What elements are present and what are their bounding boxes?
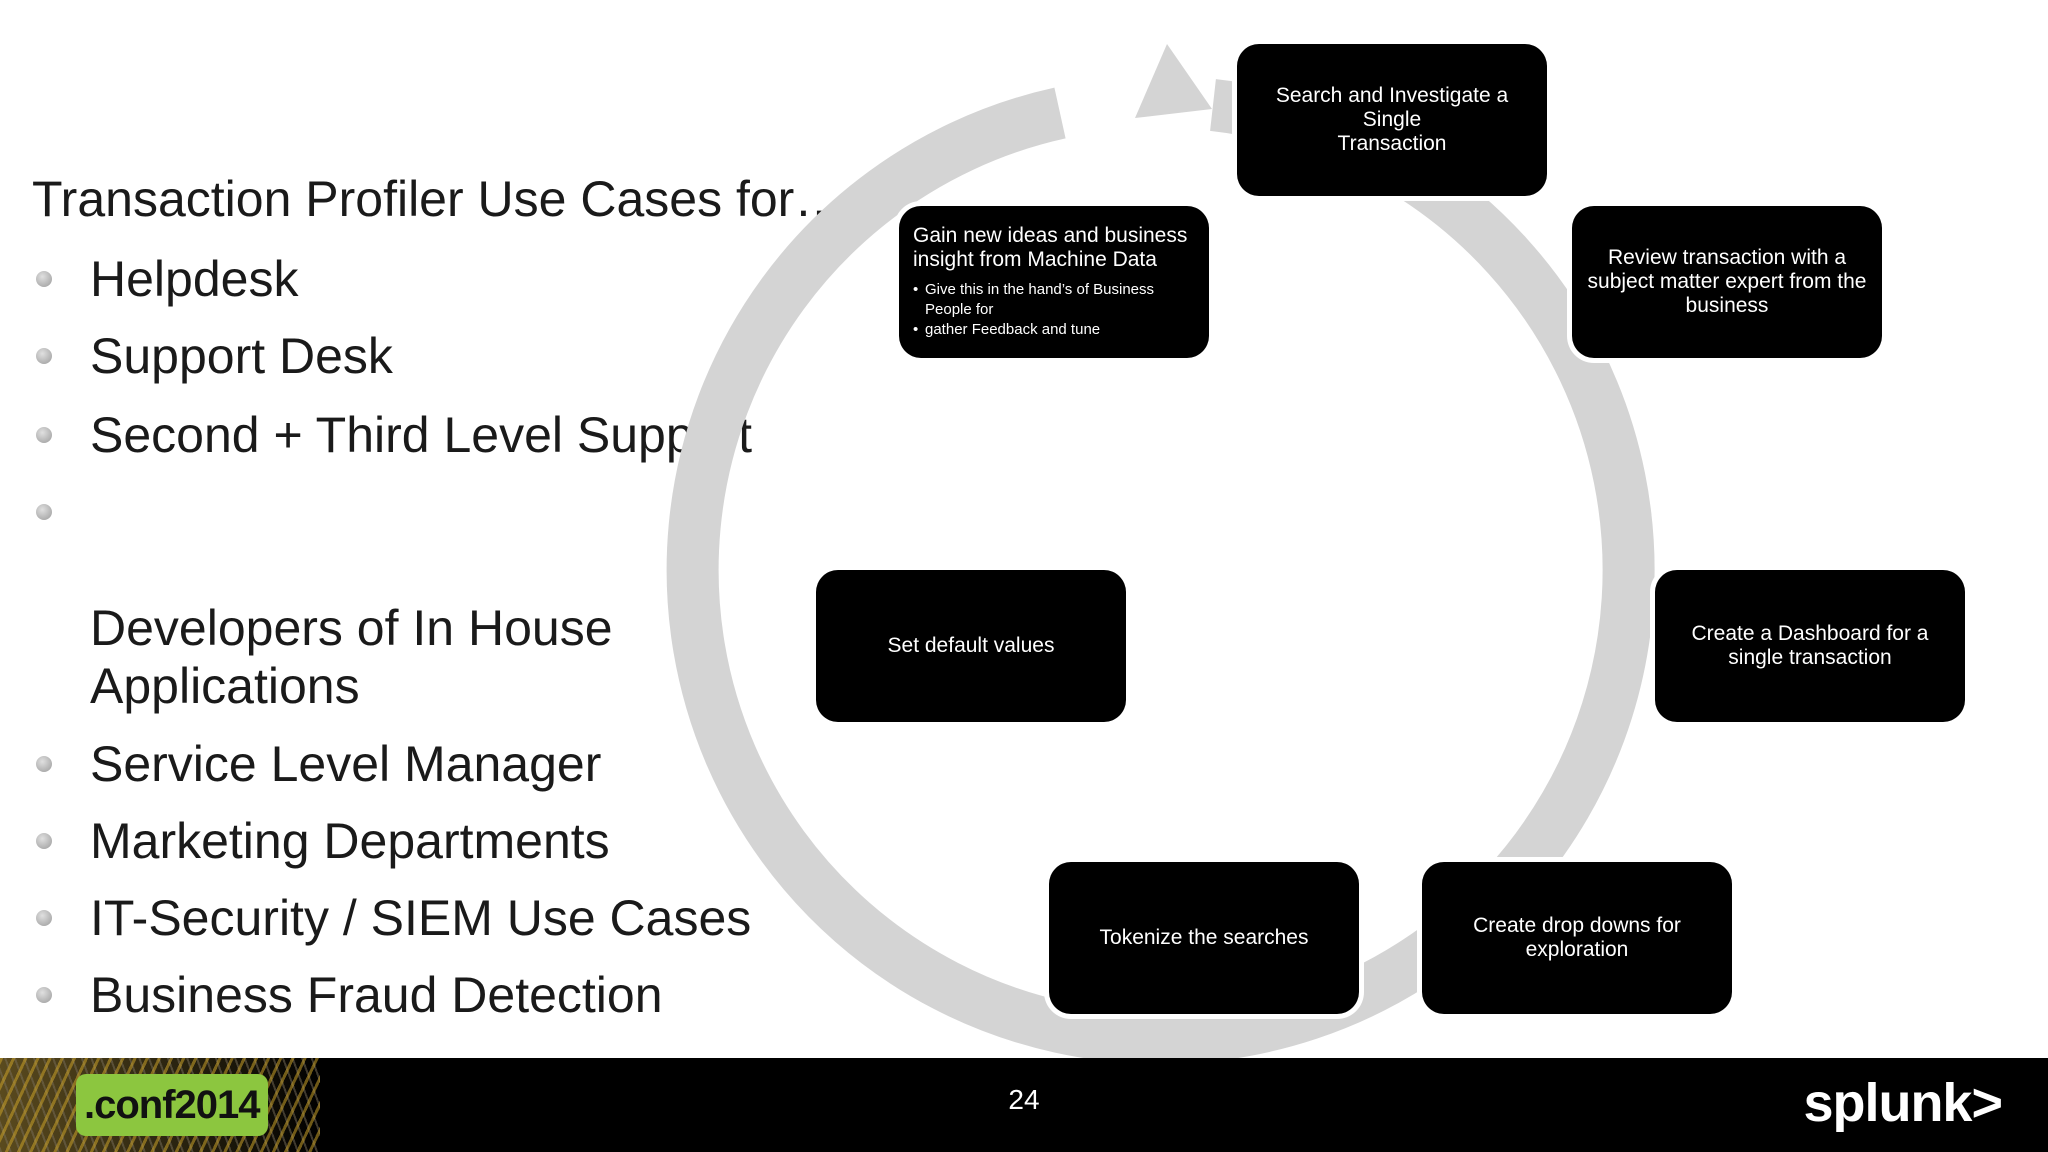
- bullet-dot-icon: [36, 987, 52, 1003]
- use-case-label: Helpdesk: [90, 251, 299, 307]
- use-case-label: Marketing Departments: [90, 813, 610, 869]
- use-case-label: Business Fraud Detection: [90, 967, 663, 1023]
- conf2014-logo-icon: .conf2014: [76, 1074, 268, 1136]
- cycle-node-defaults: Set default values: [816, 570, 1126, 722]
- use-case-item: Developers of In House Applications: [32, 483, 792, 715]
- use-case-item: Second + Third Level Support: [32, 406, 792, 464]
- use-case-item: Marketing Departments: [32, 812, 792, 870]
- bullet-dot-icon: [36, 910, 52, 926]
- cycle-node-search: Search and Investigate a Single Transact…: [1237, 44, 1547, 196]
- use-case-item: Helpdesk: [32, 250, 792, 308]
- cycle-node-label: Gain new ideas and business insight from…: [913, 224, 1188, 271]
- cycle-node-subitem: gather Feedback and tune: [913, 320, 1154, 340]
- use-case-list: Helpdesk Support Desk Second + Third Lev…: [32, 250, 792, 1024]
- use-case-label: IT-Security / SIEM Use Cases: [90, 890, 752, 946]
- cycle-node-dropdowns: Create drop downs for exploration: [1422, 862, 1732, 1014]
- cycle-ring-arc: [666, 79, 1655, 1065]
- splunk-logo-icon: splunk>: [1803, 1073, 2003, 1133]
- bullet-dot-icon: [36, 504, 52, 520]
- bullet-dot-icon: [36, 271, 52, 287]
- cycle-node-label: Set default values: [887, 634, 1055, 657]
- bullet-dot-icon: [36, 348, 52, 364]
- bullet-dot-icon: [36, 427, 52, 443]
- cycle-node-sublist: Give this in the hand’s of Business Peop…: [913, 280, 1154, 340]
- bullet-dot-icon: [36, 756, 52, 772]
- cycle-arrowhead-icon: [1135, 44, 1212, 118]
- use-case-label: Support Desk: [90, 328, 393, 384]
- page-number: 24: [1008, 1084, 1040, 1115]
- cycle-node-tokenize: Tokenize the searches: [1049, 862, 1359, 1014]
- cycle-node-label: Create drop downs for exploration: [1473, 914, 1681, 961]
- slide-title: Transaction Profiler Use Cases for…: [32, 171, 845, 227]
- cycle-node-review: Review transaction with a subject matter…: [1572, 206, 1882, 358]
- use-case-item: IT-Security / SIEM Use Cases: [32, 889, 792, 947]
- slide-footer: .conf2014 24 splunk>: [0, 1058, 2048, 1152]
- use-case-label: Developers of In House Applications: [90, 600, 613, 714]
- cycle-node-label: Review transaction with a subject matter…: [1587, 246, 1867, 317]
- use-case-item: Support Desk: [32, 327, 792, 385]
- use-case-item: Service Level Manager: [32, 735, 792, 793]
- use-case-item: Business Fraud Detection: [32, 966, 792, 1024]
- cycle-node-dashboard: Create a Dashboard for a single transact…: [1655, 570, 1965, 722]
- cycle-node-label: Create a Dashboard for a single transact…: [1691, 622, 1929, 669]
- use-case-label: Second + Third Level Support: [90, 407, 753, 463]
- cycle-node-label: Tokenize the searches: [1099, 926, 1309, 949]
- use-case-label: Service Level Manager: [90, 736, 602, 792]
- cycle-node-label: Search and Investigate a Single Transact…: [1275, 84, 1509, 155]
- bullet-dot-icon: [36, 833, 52, 849]
- cycle-node-subitem: Give this in the hand’s of Business Peop…: [913, 280, 1154, 320]
- cycle-node-insight: Gain new ideas and business insight from…: [899, 206, 1209, 358]
